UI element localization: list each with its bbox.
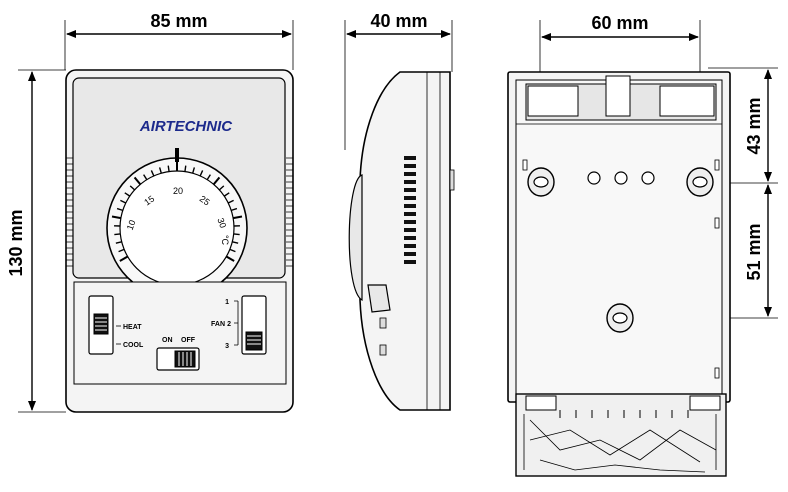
top-latch	[605, 75, 631, 117]
fan-speed-1-label: 1	[225, 299, 229, 306]
vent-slot	[404, 172, 416, 176]
dial-tick	[111, 215, 122, 220]
dial-tick	[223, 192, 230, 197]
dial-tick	[199, 170, 204, 177]
dial-tick	[233, 233, 240, 236]
fan-speed-3-label: 3	[225, 343, 229, 350]
side-back-plate-lines	[426, 72, 441, 410]
fan-speed-2-label: 2	[227, 321, 231, 328]
mounting-hole-left	[527, 167, 555, 197]
cool-label: COOL	[123, 342, 144, 349]
fan-bracket	[234, 300, 239, 346]
power-switch[interactable]	[156, 347, 200, 371]
vent-slot	[404, 252, 416, 256]
dial-tick	[120, 199, 127, 204]
dial-tick	[184, 165, 187, 172]
dial-tick	[114, 233, 121, 236]
vent-slot	[404, 212, 416, 216]
dial-tick	[124, 192, 131, 197]
dial-tick	[167, 165, 170, 172]
dial-label-10: 10	[125, 219, 138, 232]
dial-tick	[218, 185, 225, 191]
front-grip-ridges	[66, 157, 293, 267]
dial-label-20: 20	[173, 186, 183, 196]
off-label: OFF	[181, 337, 196, 344]
vent-slot	[404, 180, 416, 184]
front-width-label: 85 mm	[150, 11, 207, 31]
heat-cool-slider[interactable]	[93, 313, 109, 335]
dial-tick	[133, 176, 142, 185]
side-depth-label: 40 mm	[370, 11, 427, 31]
dial-label-30: 30	[215, 217, 228, 230]
vent-slot	[404, 196, 416, 200]
thermostat-side-body	[359, 71, 451, 411]
dial-tick	[116, 207, 124, 212]
front-view: 85 mm 130 mm AIRTECHNIC 10 15 20 25 30 °…	[6, 11, 294, 413]
back-inner-plate	[515, 79, 723, 397]
heat-cool-switch[interactable]	[88, 295, 114, 355]
terminal-holes	[587, 171, 655, 185]
dial-tick	[150, 170, 155, 177]
mounting-hole-right	[686, 167, 714, 197]
dial-tick	[212, 176, 221, 185]
dial-tick	[192, 167, 196, 174]
side-vent-slots	[404, 156, 416, 264]
bottom-terminal-block	[515, 393, 727, 477]
dial-tick	[230, 207, 238, 212]
dial-tick	[119, 255, 129, 262]
side-view: 40 mm	[344, 11, 455, 411]
vent-slot	[404, 188, 416, 192]
temperature-dial[interactable]: 10 15 20 25 30 °C	[106, 148, 248, 299]
on-label: ON	[162, 337, 173, 344]
dial-unit-label: °C	[220, 235, 230, 246]
vent-slot	[404, 244, 416, 248]
dial-tick-marks	[111, 162, 243, 262]
dial-tick	[115, 241, 122, 244]
power-switch-slider[interactable]	[174, 350, 196, 368]
dial-tick	[129, 185, 136, 191]
dial-tick	[227, 199, 234, 204]
dial-tick	[229, 248, 236, 253]
dial-label-15: 15	[142, 194, 156, 208]
side-switch-profile	[367, 284, 391, 313]
back-width-label: 60 mm	[591, 13, 648, 33]
dial-tick	[232, 215, 243, 220]
vent-slot	[404, 164, 416, 168]
vent-slot	[404, 236, 416, 240]
vent-slot	[404, 220, 416, 224]
vent-slot	[404, 156, 416, 160]
dial-tick	[143, 174, 148, 181]
dial-tick	[158, 167, 162, 174]
vent-slot	[404, 204, 416, 208]
dial-tick	[118, 248, 125, 253]
vent-slot	[404, 228, 416, 232]
dial-tick	[225, 255, 235, 262]
upper-spacing-label: 43 mm	[744, 97, 764, 154]
dial-tick	[206, 174, 211, 181]
mounting-hole-bottom	[606, 303, 634, 333]
fan-label: FAN	[211, 321, 225, 328]
fan-speed-switch[interactable]	[241, 295, 267, 355]
back-view: 60 mm 43 mm 51 mm	[507, 13, 778, 477]
brand-logo-text: AIRTECHNIC	[139, 118, 233, 135]
side-dial-profile	[348, 174, 363, 302]
dial-tick	[232, 241, 239, 244]
lower-spacing-label: 51 mm	[744, 223, 764, 280]
dial-label-25: 25	[198, 194, 212, 208]
heat-label: HEAT	[123, 324, 142, 331]
vent-slot	[404, 260, 416, 264]
fan-speed-slider[interactable]	[245, 331, 263, 351]
height-label: 130 mm	[6, 209, 26, 276]
